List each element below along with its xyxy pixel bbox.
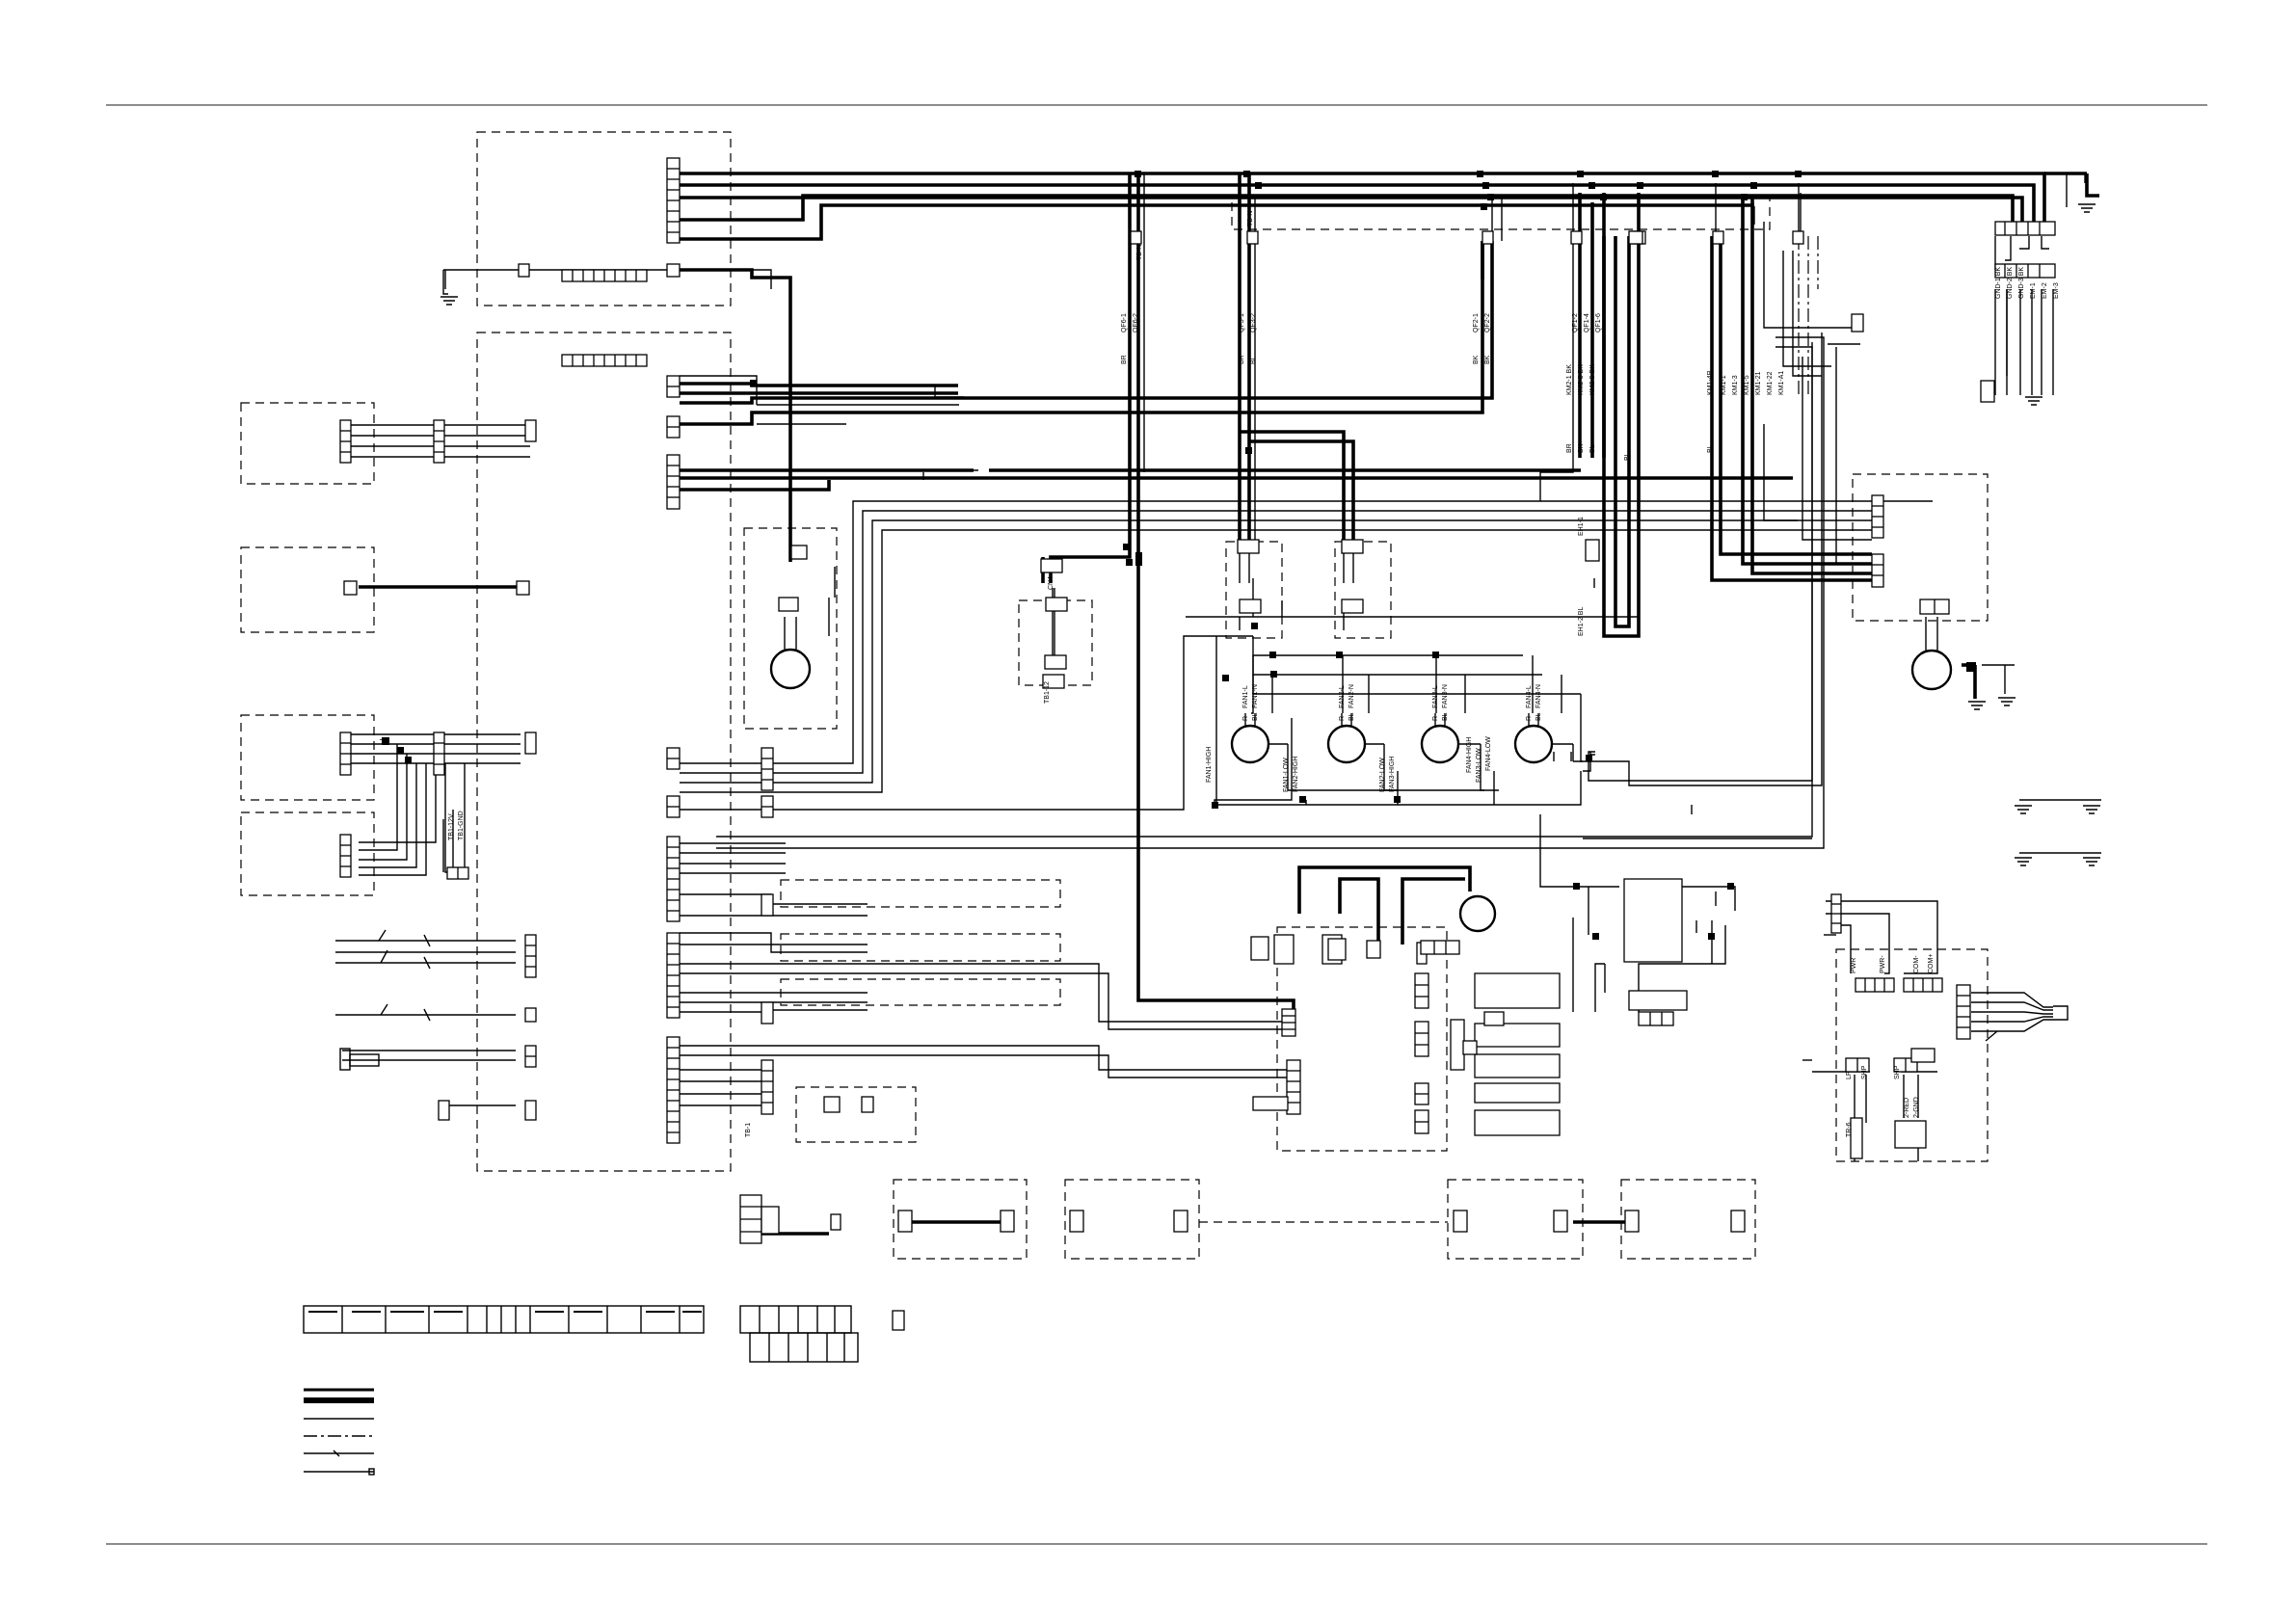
wire-label: GND-2 BK [2007, 267, 2014, 299]
wire-label: KM1-A1 [1778, 371, 1785, 395]
wire-label: BL [1707, 444, 1714, 453]
wire-label: BL [1624, 452, 1631, 461]
wire-label: KM2-5 BK [1589, 364, 1596, 395]
wire-label: FAN1-HIGH [1206, 747, 1213, 783]
wire-label: GND-1 BK [1995, 267, 2002, 299]
wire-label: TB1-12V [448, 813, 455, 840]
wire-label: FAN4-L [1526, 685, 1533, 708]
wire-label: FAN4-N [1535, 684, 1542, 708]
wire-label: QF1-4 [1584, 313, 1590, 333]
wire-label: R [1242, 716, 1249, 721]
ground-icon [440, 203, 2101, 866]
wire-label: CN4 [1048, 576, 1055, 590]
fan-motor-icon [1420, 724, 1460, 764]
wire-label: BL [1348, 712, 1355, 721]
wire-label: FAN3-LOW [1476, 748, 1482, 783]
wire-label: BL [1442, 712, 1449, 721]
wire-label: SHP [1861, 1065, 1868, 1079]
wire-label: KM2-1 BK [1566, 364, 1573, 395]
wire-label: BL [1589, 444, 1596, 453]
wire-label: FAN4-LOW [1485, 736, 1492, 771]
fan-motor-icon [1458, 894, 1497, 933]
fan-motor-icon [1230, 724, 1270, 764]
wire-label: COM- [1913, 955, 1920, 973]
wire-label: R [1339, 716, 1346, 721]
wire-label: PWR- [1880, 955, 1886, 973]
wire-label: FAN2-L [1339, 685, 1346, 708]
heavy-wiring [359, 172, 2099, 1236]
wire-label: FAN2-LOW [1379, 758, 1386, 792]
wire-label: R [1432, 716, 1439, 721]
wire-label: QF6-1 [1121, 313, 1128, 333]
wire-label: KM1-3 [1732, 375, 1739, 395]
wire-label: BR [1121, 355, 1128, 364]
wire-label: KM1-22 [1767, 371, 1774, 395]
wire-label: TB-N [1136, 245, 1143, 260]
wire-label: TR-6 [1846, 1122, 1853, 1137]
wire-label: FAN1-LOW [1283, 758, 1290, 792]
wire-label: QF3-2 [1250, 313, 1257, 333]
dashed-regions [240, 131, 1989, 1260]
wire-label: FAN1-N [1252, 684, 1259, 708]
wire-label: 2-GND [1913, 1097, 1920, 1118]
wire-label: BL [1252, 712, 1259, 721]
wire-label: EM-1 [2030, 282, 2037, 299]
wire-label: EM-3 [2053, 282, 2060, 299]
wire-label: QF2-2 [1484, 313, 1491, 333]
wire-label: TB1-12 [1044, 681, 1051, 704]
fan-motor-icon [1326, 724, 1367, 764]
wire-label: BR [1566, 443, 1573, 453]
wire-label: TB-1 [745, 1123, 752, 1137]
wire-label: PWR [1851, 958, 1857, 973]
fan-motor-icon [769, 648, 812, 690]
motor-leads [784, 617, 1938, 771]
legend [303, 1305, 859, 1476]
wire-label: LP [1846, 1071, 1853, 1079]
wire-label: FAN1-L [1242, 685, 1249, 708]
wire-label: TB-N [1247, 211, 1254, 226]
wire-label: FAN4-HIGH [1466, 737, 1473, 773]
wire-label: SHP [1894, 1065, 1901, 1079]
wire-label: QF1-6 [1595, 313, 1602, 333]
wire-labels: TB-N TB-N QF6-1 QF6-2 QF3-1 QF3-2 QF2-1 … [448, 211, 2060, 1137]
wire-label: QF2-1 [1473, 313, 1480, 333]
wire-label: KM2-3 BK [1578, 364, 1585, 395]
wire-label: KM1-21 [1755, 371, 1762, 395]
wire-label: BK [1484, 355, 1491, 364]
wire-label: KM1-5 [1744, 375, 1750, 395]
wire-label: TB1-GND [458, 811, 465, 840]
signal-wiring [1798, 236, 1819, 395]
thermistor-icon [339, 929, 431, 1071]
junction-dots [382, 171, 1976, 940]
wire-label: KM1-1 [1721, 375, 1727, 395]
wire-label: EH1-1 [1578, 517, 1585, 536]
wire-label: BK [1578, 443, 1585, 453]
wire-label: FAN3-N [1442, 684, 1449, 708]
wire-label: BK [1473, 355, 1480, 364]
wire-label: QF6-2 [1133, 313, 1139, 333]
wire-label: FAN2-N [1348, 684, 1355, 708]
wire-label: QF1-2 [1572, 313, 1579, 333]
fan-motor-icon [1513, 724, 1554, 764]
wire-label: FAN3-L [1432, 685, 1439, 708]
thin-wiring [335, 173, 2101, 1161]
wire-label: FAN2-HIGH [1293, 757, 1299, 792]
wire-label: R [1526, 716, 1533, 721]
wire-label: BR [1239, 355, 1245, 364]
wire-label: GND-3 BK [2018, 267, 2025, 299]
terminal-blocks [339, 157, 2056, 1331]
wire-label: QF3-1 [1239, 313, 1245, 333]
wire-label: BL [1250, 356, 1257, 364]
wire-label: KM1-4R [1707, 370, 1714, 395]
wire-label: 2-RED [1904, 1098, 1910, 1118]
wire-label: BL [1535, 712, 1542, 721]
wire-label: EH1-2 BL [1578, 607, 1585, 636]
wire-label: EM-2 [2042, 282, 2048, 299]
fan-motor-icon [1910, 649, 1953, 691]
wire-label: COM+ [1928, 954, 1935, 973]
wire-label: FAN3-HIGH [1389, 757, 1396, 792]
